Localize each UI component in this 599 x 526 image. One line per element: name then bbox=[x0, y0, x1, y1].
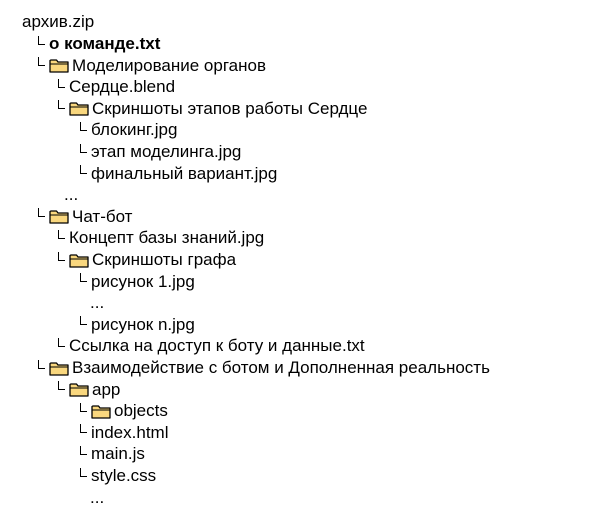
tree-connector-icon bbox=[38, 208, 45, 218]
file-label: Сердце.blend bbox=[69, 77, 176, 97]
tree-file-item: рисунок n.jpg bbox=[80, 314, 195, 336]
folder-label: Скриншоты этапов работы Сердце bbox=[92, 98, 368, 118]
file-label: о команде.txt bbox=[49, 34, 161, 53]
tree-file-item: рисунок 1.jpg bbox=[80, 271, 195, 293]
tree-connector-icon bbox=[38, 359, 45, 369]
file-label: этап моделинга.jpg bbox=[91, 142, 242, 161]
tree-file-item: ... bbox=[64, 184, 78, 206]
folder-icon bbox=[49, 209, 69, 224]
folder-label: Скриншоты графа bbox=[92, 250, 237, 269]
tree-file-item: Сердце.blend bbox=[58, 76, 175, 98]
tree-connector-icon bbox=[38, 35, 45, 45]
file-label: ... bbox=[90, 293, 105, 313]
tree-connector-icon bbox=[58, 381, 65, 391]
folder-icon bbox=[69, 253, 89, 268]
tree-file-item: этап моделинга.jpg bbox=[80, 141, 241, 163]
tree-file-item: Ссылка на доступ к боту и данные.txt bbox=[58, 335, 365, 357]
tree-file-item: блокинг.jpg bbox=[80, 119, 177, 141]
tree-root: архив.zip bbox=[22, 11, 94, 33]
tree-connector-icon bbox=[58, 78, 65, 88]
file-label: рисунок n.jpg bbox=[91, 314, 195, 334]
tree-folder-item: Взаимодействие с ботом и Дополненная реа… bbox=[38, 357, 490, 379]
tree-file-item: style.css bbox=[80, 465, 156, 487]
tree-folder-item: Скриншоты графа bbox=[58, 249, 236, 271]
file-label: рисунок 1.jpg bbox=[91, 271, 195, 291]
tree-connector-icon bbox=[80, 445, 87, 455]
file-label: index.html bbox=[91, 422, 169, 442]
tree-connector-icon bbox=[80, 316, 87, 326]
file-label: ... bbox=[64, 185, 79, 205]
tree-connector-icon bbox=[80, 165, 87, 175]
tree-file-item: о команде.txt bbox=[38, 33, 160, 55]
tree-folder-item: Моделирование органов bbox=[38, 55, 266, 77]
tree-folder-item: Скриншоты этапов работы Сердце bbox=[58, 98, 367, 120]
folder-label: Моделирование органов bbox=[72, 55, 266, 75]
file-label: Концепт базы знаний.jpg bbox=[69, 228, 265, 248]
file-label: блокинг.jpg bbox=[91, 120, 178, 140]
tree-connector-icon bbox=[38, 57, 45, 67]
folder-icon bbox=[69, 382, 89, 397]
tree-file-item: финальный вариант.jpg bbox=[80, 163, 277, 185]
tree-root-label: архив.zip bbox=[22, 12, 95, 31]
tree-folder-item: app bbox=[58, 379, 120, 401]
tree-connector-icon bbox=[80, 424, 87, 434]
tree-file-item: main.js bbox=[80, 443, 145, 465]
file-label: Ссылка на доступ к боту и данные.txt bbox=[69, 336, 365, 356]
file-label: финальный вариант.jpg bbox=[91, 163, 278, 183]
tree-connector-icon bbox=[58, 251, 65, 261]
file-label: main.js bbox=[91, 444, 145, 464]
folder-icon bbox=[49, 361, 69, 376]
tree-connector-icon bbox=[80, 273, 87, 283]
tree-file-item: Концепт базы знаний.jpg bbox=[58, 227, 264, 249]
tree-file-item: ... bbox=[90, 292, 104, 314]
tree-connector-icon bbox=[58, 337, 65, 347]
folder-label: objects bbox=[114, 401, 168, 421]
tree-connector-icon bbox=[80, 143, 87, 153]
folder-icon bbox=[49, 58, 69, 73]
file-label: style.css bbox=[91, 466, 157, 485]
folder-icon bbox=[69, 101, 89, 116]
tree-connector-icon bbox=[58, 229, 65, 239]
tree-connector-icon bbox=[80, 402, 87, 412]
file-label: ... bbox=[90, 487, 105, 507]
folder-label: Взаимодействие с ботом и Дополненная реа… bbox=[72, 358, 490, 377]
tree-file-item: ... bbox=[90, 487, 104, 509]
folder-icon bbox=[91, 404, 111, 419]
folder-label: Чат-бот bbox=[72, 206, 133, 226]
tree-connector-icon bbox=[80, 121, 87, 131]
tree-file-item: index.html bbox=[80, 422, 168, 444]
tree-connector-icon bbox=[58, 100, 65, 110]
tree-connector-icon bbox=[80, 467, 87, 477]
folder-label: app bbox=[92, 379, 121, 399]
tree-folder-item: Чат-бот bbox=[38, 206, 132, 228]
tree-folder-item: objects bbox=[80, 400, 168, 422]
